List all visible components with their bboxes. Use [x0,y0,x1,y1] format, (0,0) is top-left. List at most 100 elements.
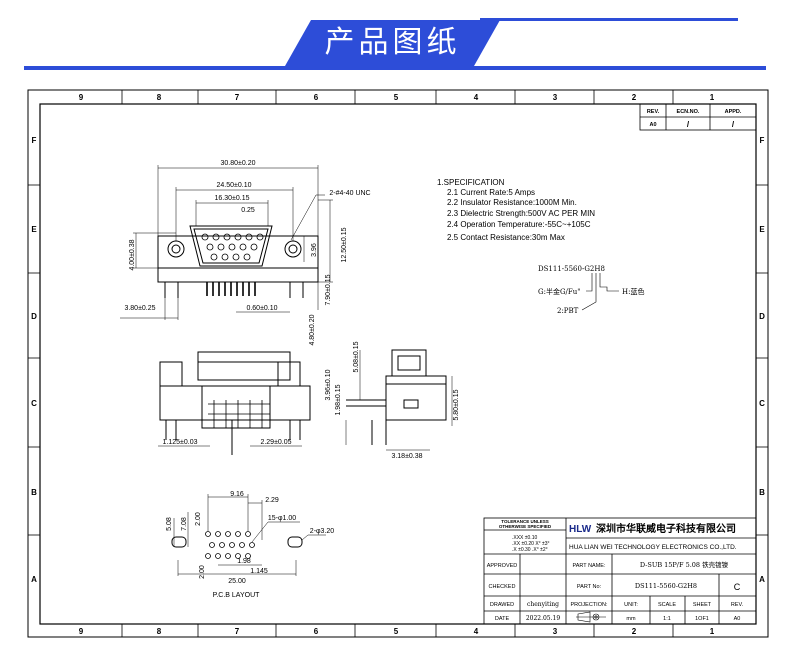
row-label-b-right: B [759,488,765,497]
dim-3-96-side: 3.96±0.10 [325,369,332,400]
dim-4-80: 4.80±0.20 [309,314,316,345]
scale-label: SCALE [658,602,676,608]
part-code-h: H:蓝色 [622,287,644,296]
title-block [483,517,757,625]
date-value: 2022.05.19 [526,615,561,622]
header-accent-line [480,18,738,21]
dim-16-30: 16.30±0.15 [215,195,250,202]
pcb-dim-1-145: 1.145 [250,568,268,575]
dim-0-25: 0.25 [241,207,255,214]
dim-12-50: 12.50±0.15 [341,227,348,262]
inner-border [39,103,757,625]
part-no: DS111-5560-G2H8 [635,582,697,590]
rev-value: A0 [649,122,656,128]
row-label-a-right: A [759,575,765,584]
page-title: 产品图纸 [285,20,500,66]
rev-letter: C [734,582,741,592]
pcb-dim-lines [173,494,326,576]
col-label-5-bottom: 5 [394,627,399,636]
spec-item-4: 2.4 Operation Temperature:-55C~+105C [447,220,591,229]
approved-label: APPROVED [487,563,518,569]
dim-1-125: 1.125±0.03 [163,439,198,446]
part-name-label: PART NAME: [572,563,605,569]
col-label-1-bottom: 1 [710,627,715,636]
dim-4-00: 4.00±0.38 [129,239,136,270]
part-no-label: PART No: [577,584,602,590]
zone-ticks [28,90,768,637]
company-name-en: HUA LIAN WEI TECHNOLOGY ELECTRONICS CO.,… [569,544,737,551]
col-label-4-bottom: 4 [474,627,479,636]
pcb-layout-label: P.C.B LAYOUT [213,592,261,599]
drawed-label: DRAWED [490,602,514,608]
row-label-d: D [31,312,37,321]
pcb-dim-1-98: 1.98 [237,558,251,565]
pcb-dim-2-mount: 2-φ3.20 [310,528,334,535]
dim-4-40-unc: 2-#4-40 UNC [329,190,370,197]
col-label-6: 6 [314,93,319,102]
col-label-8: 8 [157,93,162,102]
pcb-dim-9-16: 9.16 [230,491,244,498]
pcb-layout [171,531,303,559]
side-dim-lines [345,350,453,451]
revision-block [639,103,757,131]
row-label-e-right: E [759,225,765,234]
row-label-f-right: F [760,136,765,145]
col-label-4: 4 [474,93,479,102]
col-label-5: 5 [394,93,399,102]
side-view [346,349,447,445]
dim-5-08: 5.08±0.15 [353,341,360,372]
part-code-leaders [581,273,619,311]
part-code-2: 2:PBT [557,307,579,315]
row-label-e: E [31,225,37,234]
spec-item-5: 2.5 Contact Resistance:30m Max [447,233,565,242]
dim-3-80: 3.80±0.25 [124,305,155,312]
col-label-9: 9 [79,93,84,102]
part-code: DS111-5560-G2H8 [538,265,605,273]
col-label-3: 3 [553,93,558,102]
projection-icon [576,611,606,623]
rev-value-tb: A0 [734,616,741,622]
tolerance-title-2: OTHERWISE SPECIFIED [499,524,552,529]
dim-3-18: 3.18±0.38 [391,453,422,460]
drawer-name: chenyiting [527,601,559,608]
dim-0-60: 0.60±0.10 [246,305,277,312]
col-label-7-bottom: 7 [235,627,240,636]
pcb-dim-2-00-b: 2.00 [199,565,206,579]
col-label-9-bottom: 9 [79,627,84,636]
dim-5-80: 5.80±0.15 [453,389,460,420]
tolerance-title-1: TOLERANCE UNLESS [501,519,548,524]
tolerance-1: .XXX ±0.10 [512,535,537,541]
tolerance-2: .XX ±0.20 X° ±3° [512,541,550,547]
col-label-6-bottom: 6 [314,627,319,636]
dim-24-50: 24.50±0.10 [217,182,252,189]
row-label-f: F [32,136,37,145]
pcb-dim-15-holes: 15-φ1.00 [268,515,296,522]
front-view [157,225,319,298]
row-label-d-right: D [759,312,765,321]
row-label-a: A [31,575,37,584]
date-label: DATE [495,616,510,622]
pcb-dim-5-08: 5.08 [166,517,173,531]
outer-border [27,89,769,638]
dim-1-98: 1.98±0.15 [335,384,342,415]
col-label-1: 1 [710,93,715,102]
row-label-b: B [31,488,37,497]
bottom-view [159,351,311,455]
part-name: D-SUB 15P/F 5.08 铁壳镀镍 [640,560,729,569]
appd-header: APPD. [725,109,742,115]
appd-value: / [732,120,735,129]
spec-item-2: 2.2 Insulator Resistance:1000M Min. [447,198,577,207]
pcb-dim-7-08: 7.08 [181,517,188,531]
company-logo: HLW [569,524,592,535]
company-name-cn: 深圳市华联威电子科技有限公司 [596,522,736,535]
dim-30-80: 30.80±0.20 [221,160,256,167]
header-underline [24,66,766,70]
dim-3-96: 3.96 [311,243,318,257]
pcb-dim-2-29: 2.29 [265,497,279,504]
col-label-2-bottom: 2 [632,627,637,636]
front-dim-lines [120,165,333,320]
projection-label: PROJECTION: [571,602,608,608]
dim-7-90: 7.90±0.15 [325,274,332,305]
sheet-value: 1OF1 [695,616,709,622]
